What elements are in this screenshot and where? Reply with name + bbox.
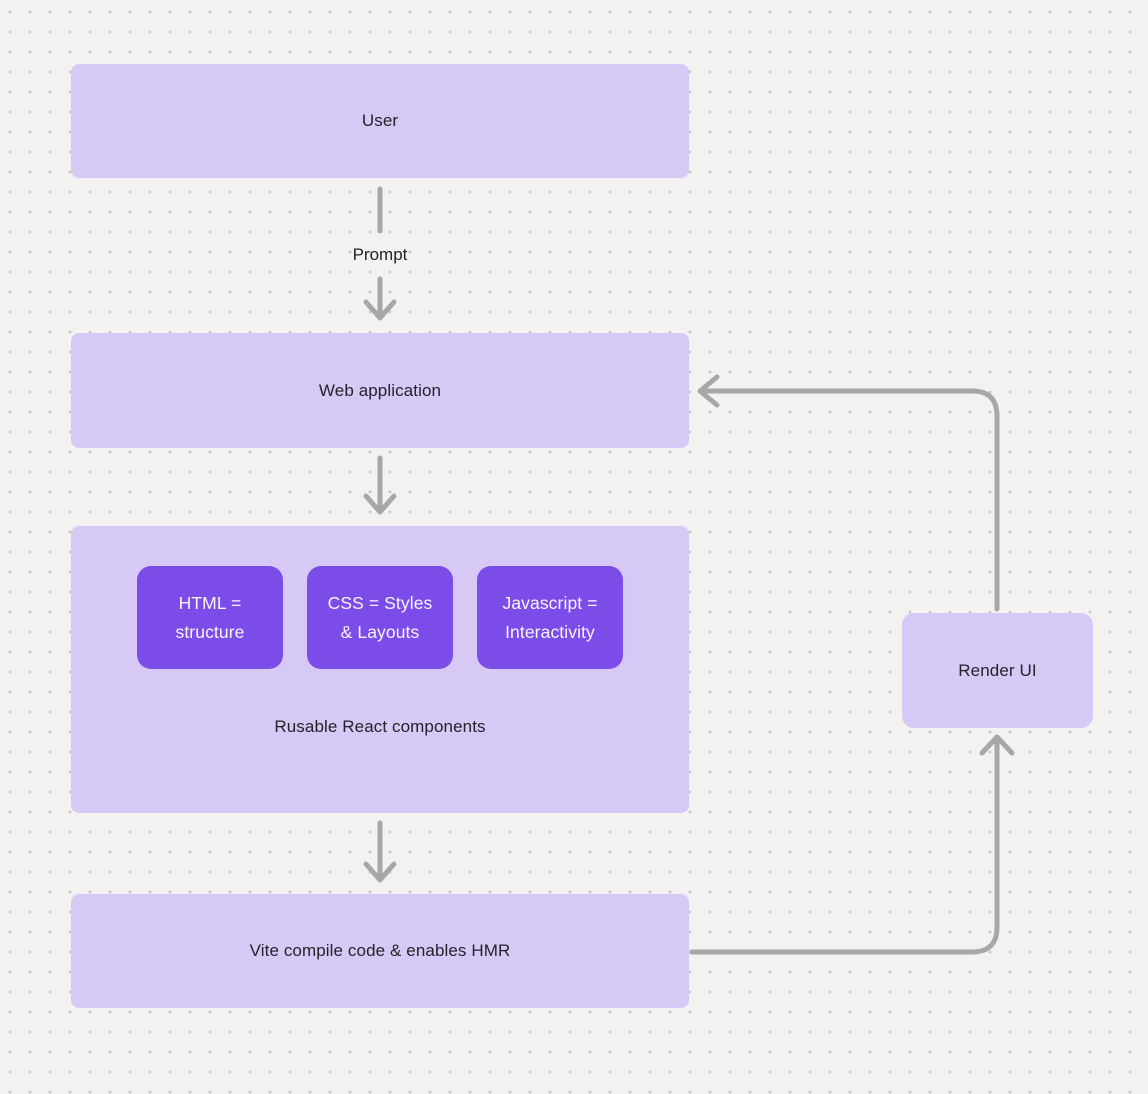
chip-html: HTML = structure (137, 566, 283, 669)
node-vite-label: Vite compile code & enables HMR (249, 941, 511, 960)
node-web-application-label: Web application (318, 380, 442, 400)
node-user: User (71, 64, 689, 178)
chip-css: CSS = Styles & Layouts (307, 566, 453, 669)
edge-vite-to-renderui-line (689, 739, 1000, 955)
node-render-ui: Render UI (902, 613, 1093, 728)
chip-css-label: CSS = Styles & Layouts (327, 592, 433, 642)
edge-label-prompt: Prompt (352, 245, 408, 264)
chip-javascript: Javascript = Interactivity (477, 566, 623, 669)
arrowhead-left-into-webapp-icon (697, 374, 720, 408)
arrowhead-down-into-vite-icon (363, 861, 397, 883)
node-vite: Vite compile code & enables HMR (71, 894, 689, 1008)
edge-renderui-to-webapp-line (698, 388, 1000, 612)
node-components-group: HTML = structure CSS = Styles & Layouts … (71, 526, 689, 813)
arrowhead-down-into-components-icon (363, 493, 397, 515)
arrowhead-down-into-webapp-icon (363, 299, 397, 321)
node-web-application: Web application (71, 333, 689, 448)
components-group-caption: Rusable React components (274, 717, 486, 736)
components-chip-row: HTML = structure CSS = Styles & Layouts … (137, 566, 623, 669)
node-user-label: User (361, 111, 399, 130)
chip-html-label: HTML = structure (175, 592, 245, 642)
arrowhead-up-into-renderui-icon (979, 734, 1015, 756)
node-render-ui-label: Render UI (958, 660, 1037, 680)
chip-javascript-label: Javascript = Interactivity (502, 592, 598, 642)
